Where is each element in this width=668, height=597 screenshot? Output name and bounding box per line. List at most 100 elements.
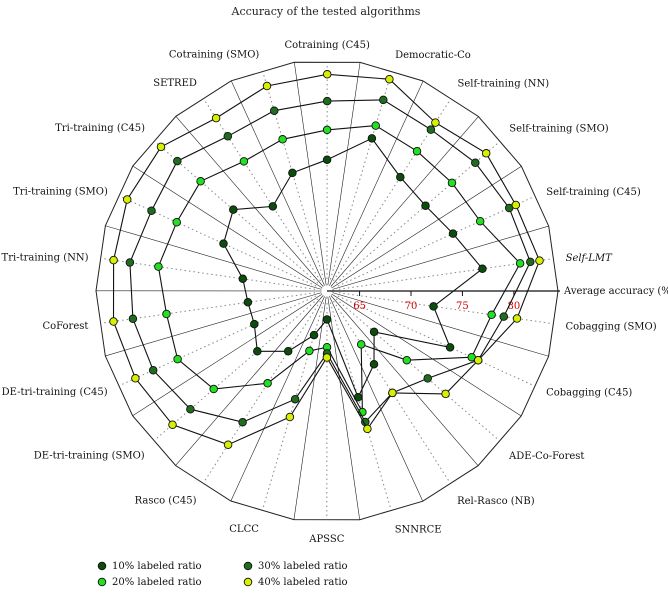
data-point [475,216,485,226]
category-label: Rasco (C45) [135,496,197,507]
sector-line [326,290,360,520]
data-point [423,374,432,383]
data-point [421,201,430,211]
data-point [269,106,279,115]
category-label: Self-training (NN) [458,78,550,89]
data-point [223,132,233,141]
data-point [288,168,297,178]
sector-line [294,62,328,292]
data-point [445,343,455,352]
category-label: Self-LMT [566,253,614,264]
data-point [515,259,525,268]
category-label: Tri-training (SMO) [13,187,108,198]
legend-marker [97,561,107,571]
data-point [173,354,182,364]
data-point [250,319,259,329]
category-label: CLCC [229,524,259,535]
data-point [379,95,388,105]
data-point [471,158,480,167]
data-point [219,239,228,248]
data-point [172,217,181,227]
legend-marker [97,577,107,587]
data-point [478,264,487,274]
category-label: ADE-Co-Forest [508,451,584,462]
data-point [499,312,509,321]
data-point [263,379,272,388]
data-point [209,384,218,394]
legend-label: 40% labeled ratio [258,577,348,588]
category-label: SETRED [153,78,197,89]
legend: 10% labeled ratio 20% labeled ratio 30% la… [97,561,348,588]
data-point [243,298,253,307]
data-point [253,347,262,356]
data-point [156,142,166,152]
data-point [238,274,248,284]
data-point [512,314,522,323]
data-point [122,195,132,204]
data-point [196,177,205,186]
category-label: Cobagging (SMO) [566,322,657,333]
legend-marker [243,561,253,571]
data-point [239,157,249,166]
data-point [363,424,372,434]
sector-line [326,290,424,502]
category-label: Cotraining (C45) [284,40,370,51]
grid-spoke [337,197,532,287]
sector-line [105,225,328,292]
data-point [262,81,272,91]
outer-frame [95,61,559,521]
data-point [278,135,287,144]
category-label: Self-training (C45) [546,187,641,198]
grid-spoke [335,298,498,439]
legend-label: 10% labeled ratio [112,561,202,572]
data-point [109,255,118,265]
sector-line [326,225,549,292]
category-label: Self-training (SMO) [509,123,608,134]
legend-item: 40% labeled ratio [243,577,348,588]
sector-line [326,80,424,292]
data-point [322,70,332,79]
axis-tick-label: 80 [507,301,520,312]
sector-line [293,290,328,520]
data-point [535,256,544,265]
data-point [223,440,233,449]
grid-spoke [329,75,392,280]
data-point [322,315,332,324]
data-point [131,374,140,383]
legend-item: 20% labeled ratio [97,577,202,588]
data-point [322,353,332,362]
data-point [526,257,535,267]
grid-spoke [205,101,321,282]
category-label: APSSC [308,534,344,545]
data-point [429,302,438,311]
grid-spoke [263,74,325,280]
legend-label: 20% labeled ratio [112,577,202,588]
data-point [511,200,521,210]
data-point [367,134,377,143]
data-point [148,365,158,375]
data-point [173,156,182,166]
data-point [285,412,295,422]
data-point [186,404,195,414]
data-point [441,389,450,399]
legend-item: 30% labeled ratio [243,561,348,572]
sector-line [105,290,328,357]
data-point [211,113,221,123]
sector-line [326,290,549,357]
data-point [154,262,163,271]
legend-marker [243,577,253,587]
data-point [162,309,171,319]
axis-tick-label: 75 [456,301,469,312]
data-point [448,229,458,238]
data-point [481,149,491,158]
sector-line [230,80,328,292]
axis-tick-label: 70 [405,301,418,312]
grid-spoke [204,300,321,481]
category-label: Tri-training (NN) [2,253,89,264]
data-point [402,355,412,365]
category-label: Tri-training (C45) [55,123,145,134]
series-1 [219,134,487,402]
